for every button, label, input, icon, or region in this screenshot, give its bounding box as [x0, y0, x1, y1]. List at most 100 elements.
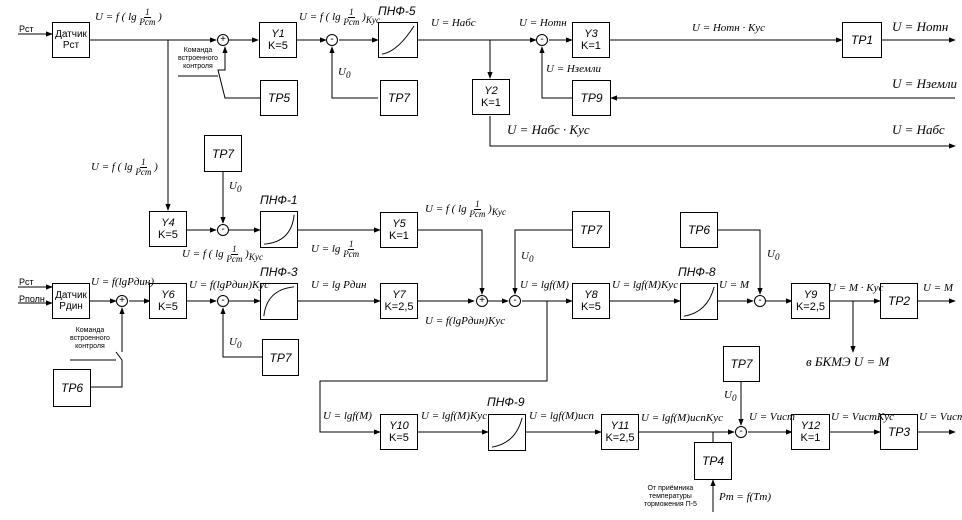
amp-y5-name: Y5	[392, 218, 406, 230]
amp-y3-name: Y3	[584, 28, 598, 40]
pnf9-caption: ПНФ-9	[487, 395, 525, 409]
block-tr7-row2: ТР7	[204, 135, 242, 172]
label-u-lg-pdin-1: U = f(lgPдин)	[91, 276, 155, 288]
label-u0-2: U0	[229, 180, 242, 195]
block-tr6-bottom: ТР6	[53, 369, 91, 407]
label-u0-1-u: U	[338, 66, 346, 78]
label-f-lg-pst-2-kus: Kус	[365, 15, 381, 26]
label-u-lg-pdin-4: U = f(lgPдин)Kус	[425, 315, 506, 327]
block-tr5: ТР5	[260, 80, 298, 116]
summer-8: -	[509, 295, 521, 307]
pnf3-curve	[263, 286, 295, 317]
block-tr2: ТР2	[880, 283, 918, 319]
amp-y6: Y6 K=5	[149, 283, 187, 319]
pnf5-block	[378, 22, 418, 58]
sensor-pdin-line1: Датчик	[55, 290, 87, 301]
pnf1-block	[260, 211, 298, 248]
label-u-m-out: U = M	[923, 282, 954, 294]
frac-den-6: Pст	[343, 249, 360, 259]
amp-y4: Y4 K=5	[149, 211, 187, 247]
amp-y11: Y11 K=2,5	[601, 414, 639, 450]
pnf3-caption: ПНФ-3	[260, 265, 298, 279]
amp-y7: Y7 K=2,5	[380, 283, 418, 319]
amp-y10: Y10 K=5	[380, 414, 418, 450]
label-u-hzemli-right: U = Hземли	[892, 76, 958, 91]
sensor-pdin: Датчик Pдин	[52, 283, 90, 319]
frac-den-1: Pст	[139, 17, 156, 27]
label-u-lgfm-4: U = lgf(M)Kус	[421, 410, 488, 422]
wire-tr7c-s6	[220, 307, 262, 358]
input-pst-1: Pст	[19, 24, 34, 34]
block-tr6-top: ТР6	[680, 212, 718, 248]
label-u-m-kus: U = M · Kус	[828, 282, 884, 294]
amp-y9: Y9 K=2,5	[791, 283, 830, 319]
label-u-hotn: U = Hотн	[519, 17, 567, 29]
frac-den-4: Pст	[226, 254, 243, 264]
amp-y7-name: Y7	[392, 289, 406, 301]
label-u0-5-sub: 0	[774, 252, 780, 263]
wire-tr7a-s2	[329, 46, 378, 99]
label-u-habs-out: U = Hабс	[892, 122, 945, 137]
label-u-habs: U = Hабс	[431, 17, 476, 29]
summer-1: +	[217, 34, 229, 46]
label-u-lg-pdin-2: U = f(lgPдин)Kус	[189, 279, 270, 291]
label-u-vist: U = Vист	[749, 411, 795, 423]
label-u-habs-kus: U = Hабс · Kус	[507, 122, 590, 137]
wire-y2-habs	[489, 116, 956, 149]
block-tr3: ТР3	[880, 414, 918, 450]
label-u0-4-sub: 0	[528, 254, 534, 265]
amp-y4-gain: K=5	[158, 229, 178, 241]
summer-4: -	[217, 224, 229, 236]
frac-num-5: 1	[474, 199, 481, 210]
summer-9: -	[754, 295, 766, 307]
frac-num-3: 1	[140, 157, 147, 168]
amp-y6-name: Y6	[161, 289, 175, 301]
amp-y5-gain: K=1	[389, 230, 409, 242]
frac-den-2: Pст	[343, 17, 360, 27]
block-tr7-row1: ТР7	[380, 80, 418, 116]
label-p-tt: Pт = f(Tт)	[719, 491, 772, 503]
label-u0-5: U0	[767, 248, 780, 263]
label-u0-6-sub: 0	[731, 393, 737, 404]
note-builtin-control-2: Команда встроенного контроля	[70, 327, 110, 350]
pnf1-caption: ПНФ-1	[260, 193, 298, 207]
summer-5: +	[116, 295, 128, 307]
label-f-lg-pst-5-kus: Kус	[491, 207, 507, 218]
frac-num-2: 1	[348, 7, 355, 18]
label-u-hotn-out: U = Hотн	[892, 19, 949, 34]
sensor-pst-line1: Датчик	[55, 29, 87, 40]
label-u-lgfm-2: U = lgf(M)Kус	[612, 279, 679, 291]
amp-y10-name: Y10	[389, 420, 409, 432]
block-tr7-row3: ТР7	[262, 339, 299, 376]
block-tr7-row4: ТР7	[723, 346, 760, 382]
label-f-lg-pst-3-text: U = f ( lg	[91, 161, 133, 174]
label-u-vist-out: U = Vист	[919, 411, 962, 423]
wire-tr9-s3	[539, 46, 572, 99]
amp-y6-gain: K=5	[158, 301, 178, 313]
block-tr1: ТР1	[842, 22, 882, 58]
pnf9-block	[488, 414, 526, 451]
amp-y9-name: Y9	[803, 289, 818, 301]
frac-num-6: 1	[347, 239, 355, 250]
input-ppoln: Pполн	[19, 294, 45, 304]
label-u0-3-sub: 0	[236, 340, 242, 351]
label-u-vist-kus: U = VистKус	[831, 411, 895, 423]
sensor-pst-line2: Pст	[62, 40, 80, 51]
label-u0-4: U0	[521, 250, 534, 265]
summer-7: +	[476, 295, 488, 307]
amp-y8-name: Y8	[584, 289, 598, 301]
frac-den-5: Pст	[469, 209, 486, 219]
amp-y11-gain: K=2,5	[605, 432, 635, 444]
label-u0-2-sub: 0	[236, 184, 242, 195]
summer-6: -	[217, 295, 229, 307]
wire-tap-row4	[319, 301, 548, 435]
label-u0-3: U0	[229, 336, 242, 351]
